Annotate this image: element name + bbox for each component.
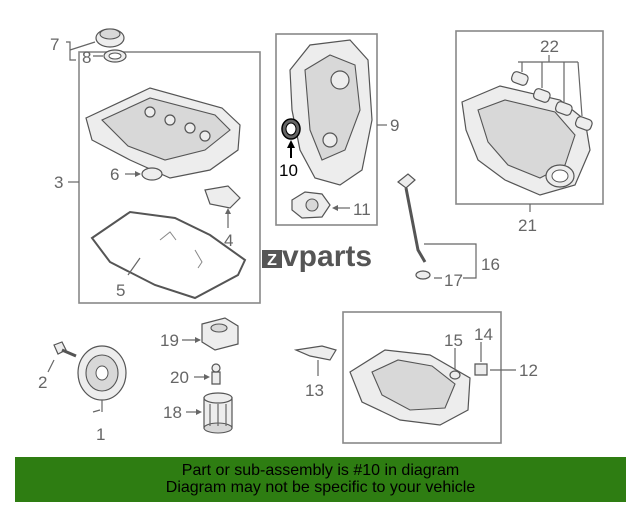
callout-18: 18 [163,403,182,422]
callout-3: 3 [54,173,63,192]
oil-pump-part [291,191,331,219]
callout-15: 15 [444,331,463,350]
oil-cooler-part [201,317,239,351]
callout-12: 12 [519,361,538,380]
pulley-bolt-part [47,341,77,373]
box-cover-group [78,51,261,304]
callout-5: 5 [116,281,125,300]
cover-seal-part [141,167,163,181]
callout-16: 16 [481,255,500,274]
timing-chain-cover-part [289,39,373,186]
oil-pan-part [349,349,471,426]
part-info-banner: Part or sub-assembly is #10 in diagram D… [15,457,626,502]
callout-21: 21 [518,216,537,235]
callout-22: 22 [540,37,559,56]
crankshaft-pulley-part [77,345,127,412]
zvparts-watermark: Z vparts [262,240,372,273]
callout-17: 17 [444,271,463,290]
svg-text:Z: Z [267,252,277,269]
drain-plug-part [474,342,488,376]
drain-plug-gasket-part [449,348,461,380]
small-gasket-part [204,185,241,209]
callout-4: 4 [224,231,233,250]
callout-20: 20 [170,368,189,387]
cover-gasket-part [90,210,247,300]
oil-filter-fitting-part [211,363,221,385]
callout-1: 1 [96,425,105,444]
oil-dipstick-part [397,173,427,263]
callout-9: 9 [390,116,399,135]
callout-10: 10 [279,161,298,180]
callout-6: 6 [110,165,119,184]
intake-gaskets-part [510,71,593,131]
oil-baffle-part [293,345,337,361]
callout-8: 8 [82,48,91,67]
banner-line-1: Part or sub-assembly is #10 in diagram [181,462,460,479]
svg-text:vparts: vparts [282,240,372,273]
callout-14: 14 [474,325,493,344]
banner-line-2: Diagram may not be specific to your vehi… [165,479,476,496]
callout-19: 19 [160,331,179,350]
callout-2: 2 [38,373,47,392]
box-timing-cover [275,33,378,226]
callout-7: 7 [50,35,59,54]
intake-manifold-part [461,85,591,196]
oil-filler-cap-part [95,28,125,48]
box-oil-pan [342,311,502,444]
front-oil-seal-part [281,118,301,140]
callout-13: 13 [305,381,324,400]
callout-11: 11 [353,200,371,219]
cylinder-head-cover-part [85,87,241,179]
oil-filter-part [203,392,233,434]
dipstick-seal-part [415,270,431,280]
